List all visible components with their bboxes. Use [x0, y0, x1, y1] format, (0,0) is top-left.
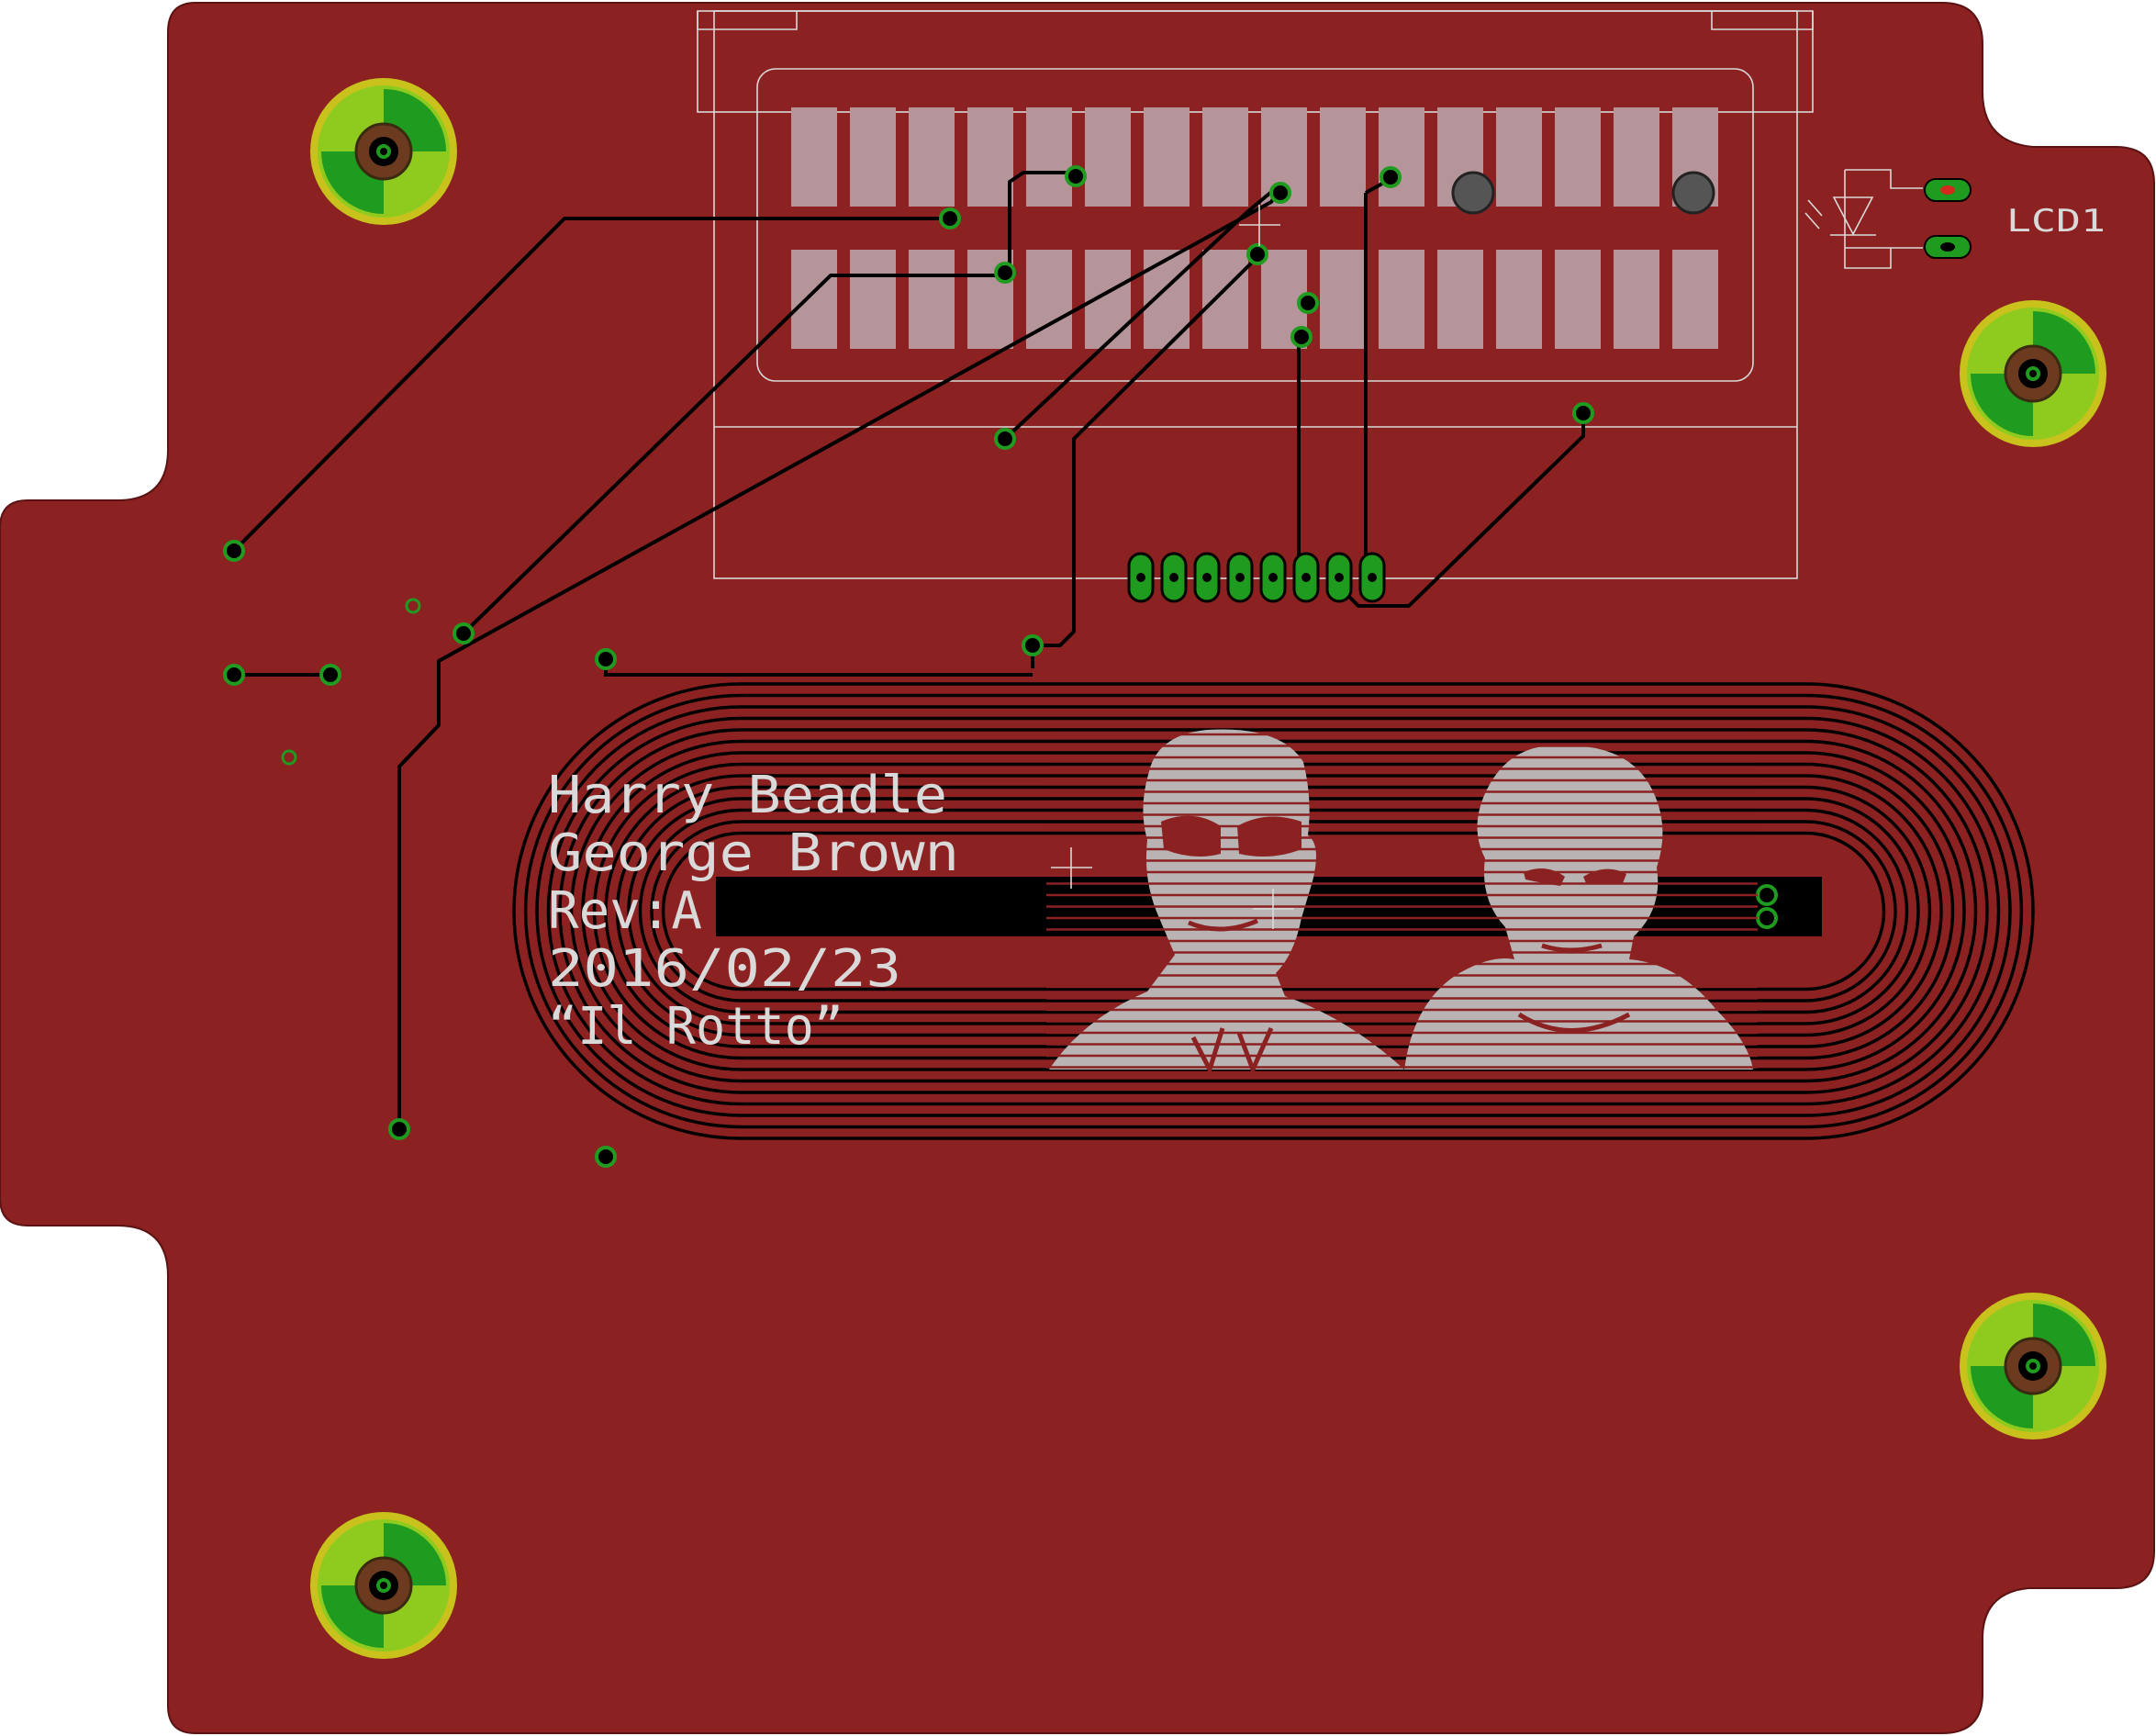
via [452, 622, 475, 644]
via [994, 428, 1016, 450]
via [1297, 292, 1319, 314]
silkscreen-credits: Harry Beadle George Brown Rev:A 2016/02/… [548, 766, 959, 1057]
lcd-segment-cell [1320, 250, 1366, 349]
via-group [223, 165, 1778, 1168]
antenna-turn [615, 785, 1932, 1037]
antenna-turn [604, 774, 1943, 1048]
lcd-segment-grid [791, 107, 1718, 349]
lcd-segment-cell [1379, 250, 1424, 349]
via [223, 664, 245, 686]
lcd-designator: LCD1 [2006, 203, 2106, 240]
header-pin-drill [1202, 573, 1212, 582]
via [994, 262, 1016, 284]
antenna-turn [523, 693, 2024, 1129]
lcd-segment-cell [1555, 107, 1601, 207]
via [319, 664, 341, 686]
header-pin-drill [1169, 573, 1179, 582]
antenna-turn [546, 716, 2001, 1106]
via [1065, 165, 1087, 187]
antenna-turn [638, 808, 1909, 1014]
lcd-segment-cell [1437, 250, 1483, 349]
via [1756, 907, 1778, 929]
antenna-turn [661, 831, 1886, 991]
header-pin-drill [1136, 573, 1145, 582]
via [1756, 884, 1778, 906]
nickname-label: “Il Rotto” [548, 997, 843, 1057]
lcd-header-pins [1127, 552, 1386, 603]
header-pin-drill [1268, 573, 1278, 582]
lcd-segment-cell [1555, 250, 1601, 349]
via [223, 540, 245, 562]
antenna-turn [627, 797, 1920, 1025]
lcd-segment-cell [909, 250, 955, 349]
via [1269, 182, 1291, 204]
via [939, 207, 961, 230]
via [1380, 166, 1402, 188]
lcd-segment-cell [791, 250, 837, 349]
via [405, 598, 421, 614]
header-pin-drill [1368, 573, 1377, 582]
lcd-silkscreen [697, 10, 1814, 579]
backlight-pads [1924, 178, 1972, 259]
header-pin-drill [1301, 573, 1311, 582]
antenna-turn [581, 751, 1966, 1071]
lcd-segment-cell [1085, 107, 1131, 207]
header-pin-drill [1335, 573, 1344, 582]
mounting-hole-icon [1960, 300, 2106, 447]
portrait-hatching [1046, 733, 1758, 1069]
lcd-segment-cell [1496, 250, 1542, 349]
via [1246, 243, 1268, 265]
mounting-holes [310, 78, 2106, 1659]
origin-markers [1051, 205, 1294, 929]
via [1022, 634, 1044, 656]
lcd-segment-cell [1379, 107, 1424, 207]
revision-label: Rev:A [548, 881, 702, 941]
via [1290, 326, 1313, 348]
lcd-segment-cell [1026, 107, 1072, 207]
mounting-hole-icon [310, 78, 457, 225]
lcd-segment-cell [909, 107, 955, 207]
lcd-segment-cell [1202, 250, 1248, 349]
antenna-turn [512, 682, 2035, 1140]
lcd-segment-cell [1144, 107, 1190, 207]
lcd-segment-cell [967, 107, 1013, 207]
via [595, 648, 617, 670]
designer-name-1: Harry Beadle [548, 766, 947, 825]
antenna-turn [650, 820, 1897, 1002]
via [595, 1146, 617, 1168]
lcd-segment-cell [1496, 107, 1542, 207]
led-diode-icon [1804, 169, 1923, 269]
lcd-bezel-hole [1451, 171, 1495, 215]
lcd-segment-cell [1614, 107, 1659, 207]
lcd-bezel-hole [1671, 171, 1715, 215]
via [281, 749, 297, 766]
lcd-segment-cell [1614, 250, 1659, 349]
lcd-segment-cell [850, 107, 896, 207]
lcd-segment-cell [850, 250, 896, 349]
designer-name-2: George Brown [548, 823, 959, 883]
date-label: 2016/02/23 [548, 939, 901, 999]
antenna-turn [535, 705, 2012, 1117]
lcd-segment-cell [1672, 250, 1718, 349]
antenna-turn [592, 762, 1955, 1060]
lcd-segment-cell [1202, 107, 1248, 207]
nfc-antenna-coil [512, 682, 2035, 1140]
antenna-turn [558, 728, 1989, 1094]
mounting-hole-icon [310, 1512, 457, 1659]
via [1572, 402, 1594, 424]
mounting-hole-icon [1960, 1293, 2106, 1439]
lcd-segment-cell [1320, 107, 1366, 207]
header-pin-drill [1235, 573, 1245, 582]
lcd-segment-cell [1144, 250, 1190, 349]
antenna-turn [569, 739, 1978, 1083]
via [388, 1118, 410, 1140]
lcd-segment-cell [791, 107, 837, 207]
